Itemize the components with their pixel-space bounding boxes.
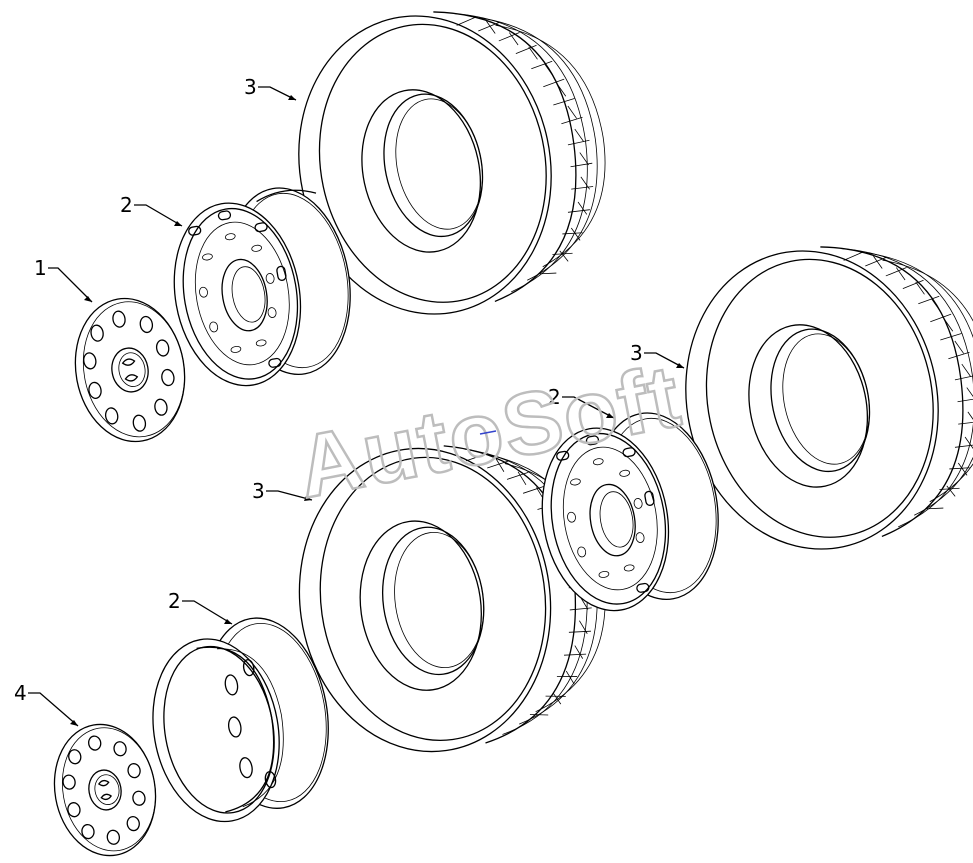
tire-right	[685, 246, 973, 550]
hub-cap-upper	[74, 297, 186, 443]
small-arrow-icon	[479, 430, 497, 435]
callout-tire-upper: 3	[244, 75, 297, 101]
hub-cap-lower	[53, 723, 157, 857]
callout-label: 3	[630, 341, 643, 365]
rim-upper	[173, 187, 351, 387]
tire-upper	[298, 11, 606, 315]
callout-label: 2	[168, 589, 181, 613]
tire-middle	[298, 445, 606, 753]
callout-label: 2	[120, 193, 133, 217]
callout-label: 2	[548, 385, 561, 409]
callout-tire-right: 3	[630, 341, 685, 369]
callout-label: 3	[252, 479, 265, 503]
callout-label: 4	[14, 681, 27, 705]
callout-cap-lower: 4	[14, 681, 79, 727]
callout-cap-upper: 1	[34, 256, 93, 303]
callout-tire-middle: 3	[252, 479, 313, 503]
callout-label: 3	[244, 75, 257, 99]
callout-rim-right: 2	[548, 385, 615, 419]
callout-label: 1	[34, 256, 47, 280]
callout-rim-upper: 2	[120, 193, 183, 227]
rim-lower	[152, 617, 329, 823]
callout-rim-lower: 2	[168, 589, 233, 625]
rim-right	[541, 412, 719, 612]
callouts: 1 2 3 3 2 3 2	[14, 75, 685, 727]
